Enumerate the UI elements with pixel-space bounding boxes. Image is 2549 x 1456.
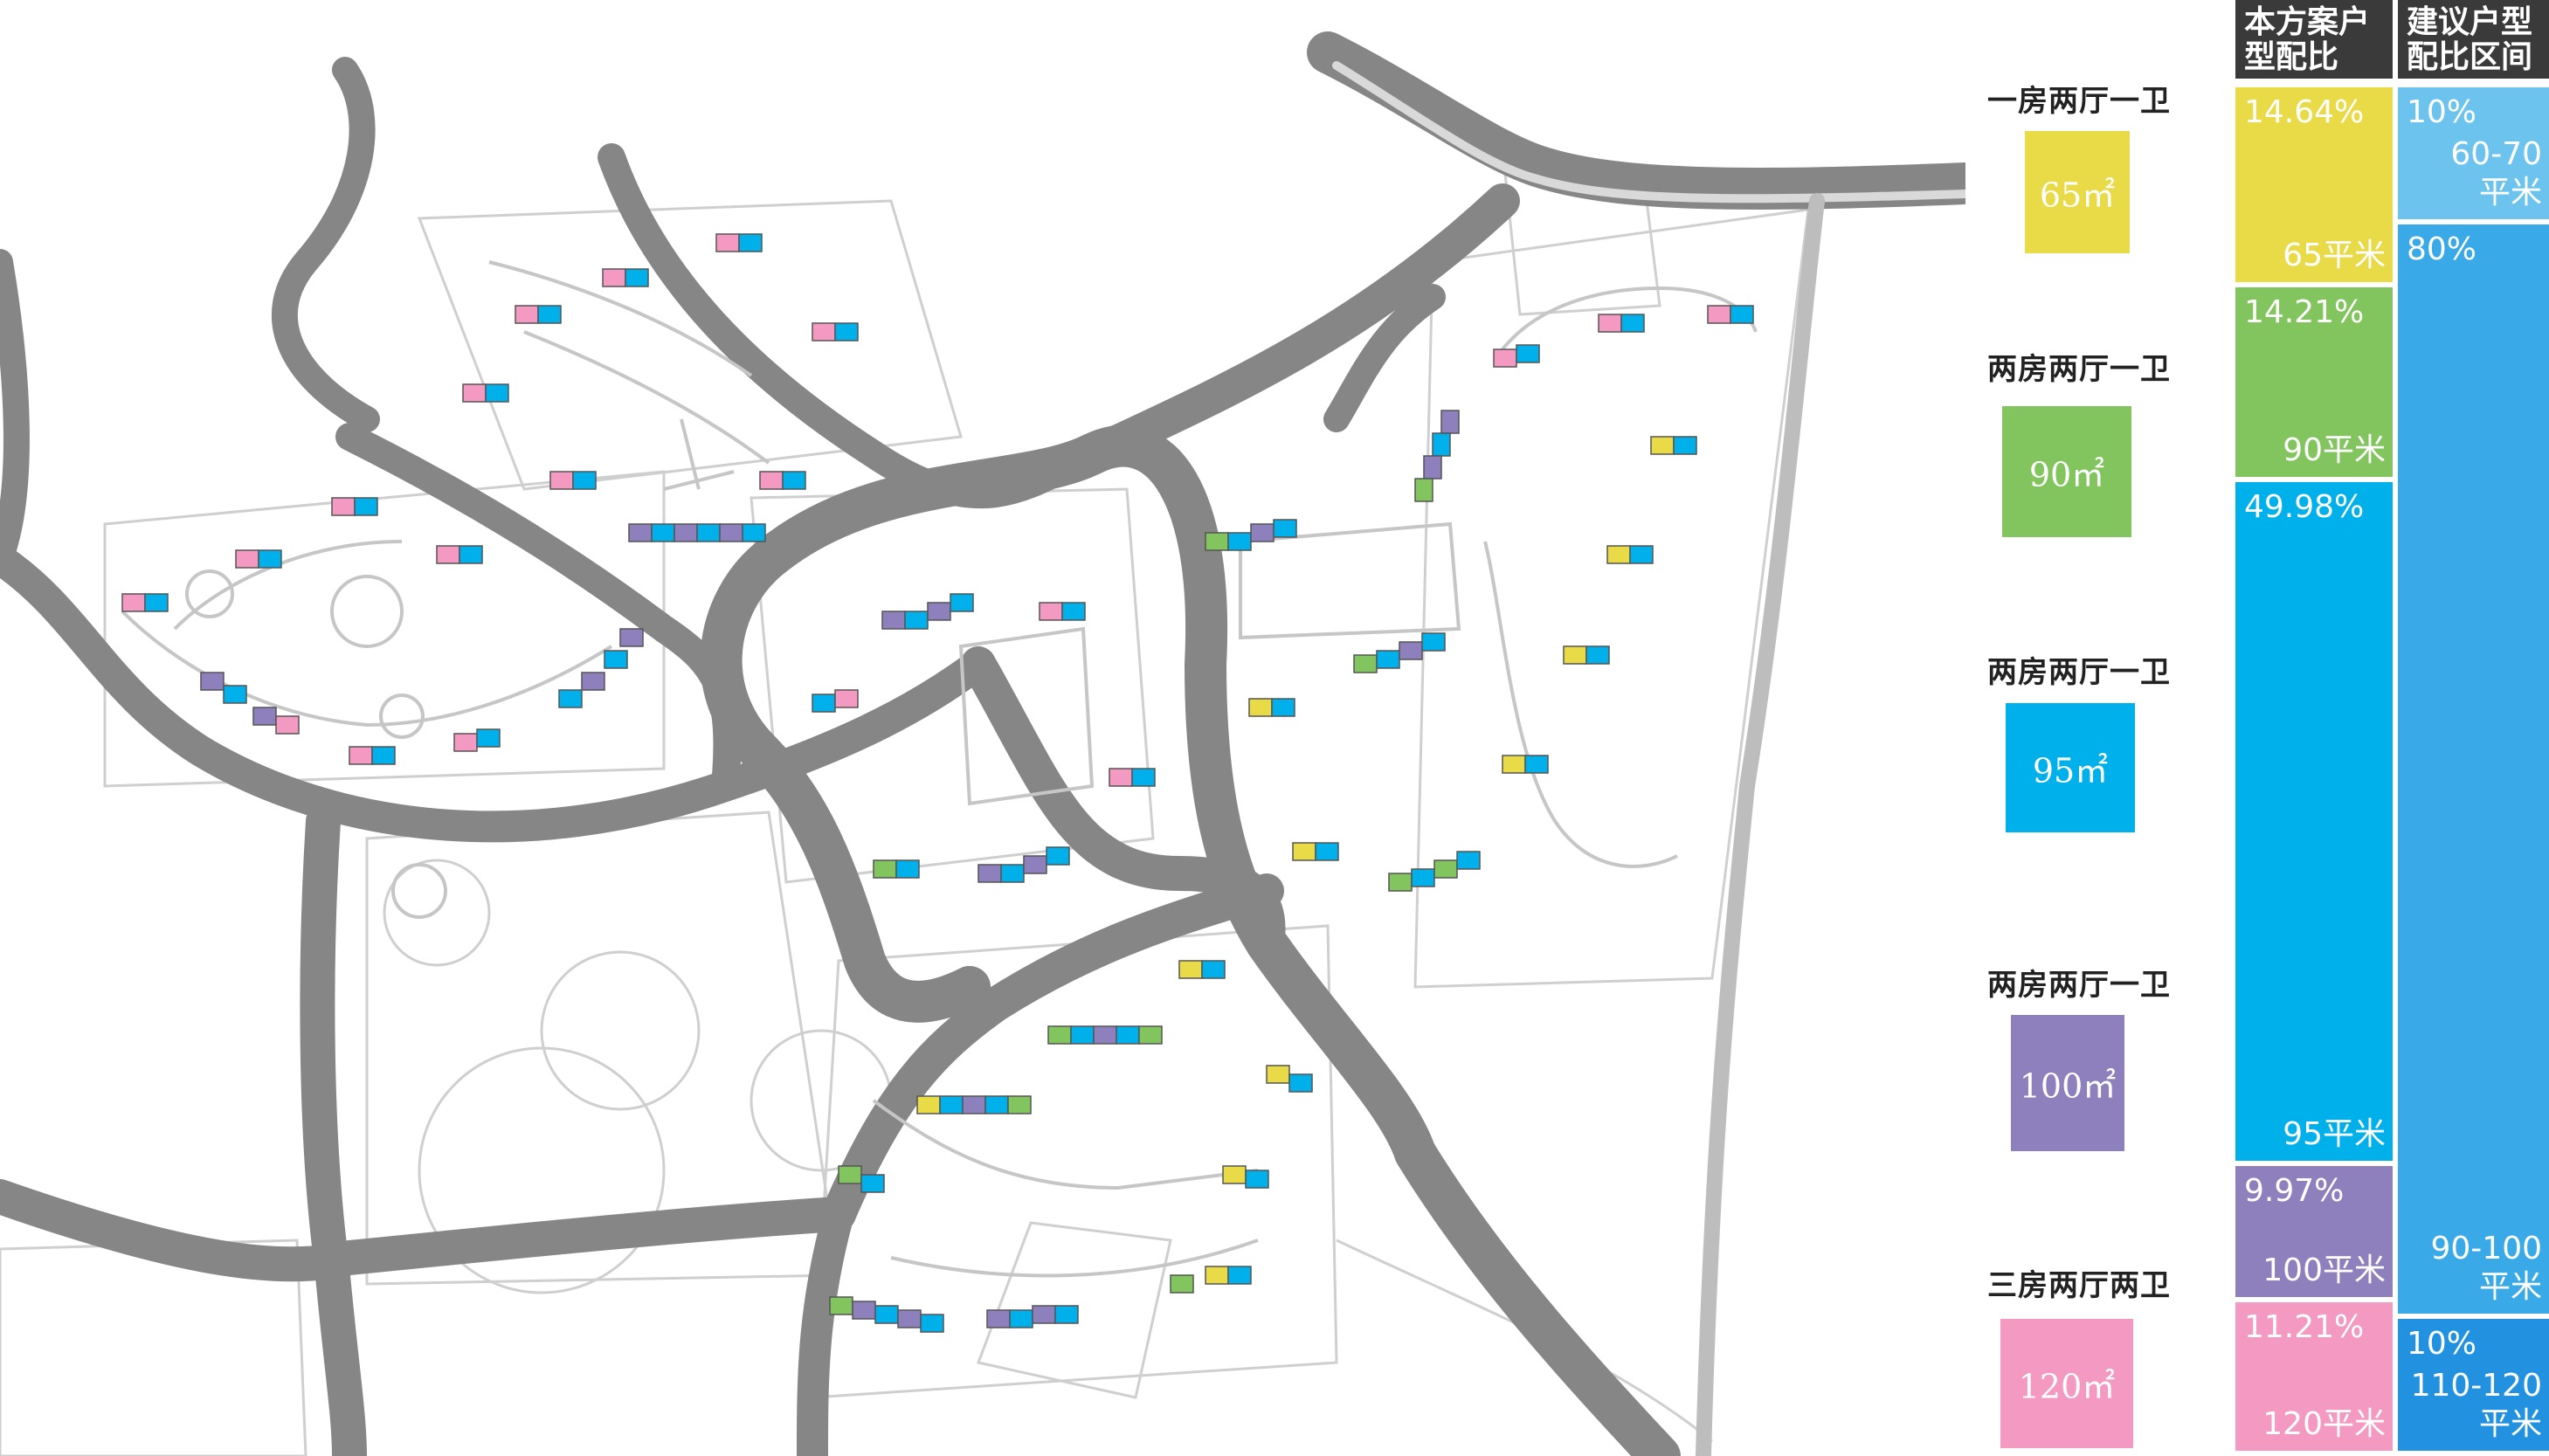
legend-title: 一房两厅一卫 (1987, 84, 2171, 119)
legend-title: 两房两厅一卫 (1987, 655, 2171, 690)
legend-swatch-95: 95㎡ (2006, 703, 2135, 832)
range-unit: 平米 (2478, 1269, 2542, 1306)
range-value: 60-70 (2450, 135, 2542, 172)
range-unit: 平米 (2478, 1405, 2542, 1442)
ratio-block: 49.98% 95平米 (2235, 482, 2393, 1162)
site-plan-map (0, 31, 1965, 1456)
legend-area: 100㎡ (2019, 1066, 2117, 1106)
building-blocks (121, 233, 1754, 1333)
legend-swatch-100: 100㎡ (2011, 1015, 2124, 1151)
legend-title: 两房两厅一卫 (1987, 968, 2171, 1003)
legend-item-120: 三房两厅两卫 (1957, 1261, 2201, 1304)
ratio-percent: 49.98% (2244, 489, 2365, 526)
range-column-header: 建议户型配比区间 (2398, 0, 2549, 79)
ratio-block: 14.21% 90平米 (2235, 287, 2393, 478)
legend-item-90: 两房两厅一卫 (1957, 345, 2201, 388)
range-percent: 10% (2407, 1326, 2477, 1363)
internal-paths (121, 260, 1758, 1278)
legend-title: 三房两厅两卫 (1987, 1268, 2171, 1303)
road-network (0, 31, 1965, 1456)
range-percent: 10% (2407, 94, 2477, 130)
legend-title: 两房两厅一卫 (1987, 352, 2171, 387)
range-percent: 80% (2407, 231, 2477, 267)
ratio-block: 9.97% 100平米 (2235, 1166, 2393, 1298)
range-value: 90-100 (2430, 1231, 2542, 1267)
legend-item-100: 两房两厅一卫 (1957, 961, 2201, 1004)
ratio-block: 14.64% 65平米 (2235, 87, 2393, 283)
range-unit: 平米 (2478, 174, 2542, 210)
ratio-area: 100平米 (2262, 1252, 2386, 1289)
ratio-area: 120平米 (2262, 1405, 2386, 1442)
ratio-area: 95平米 (2283, 1116, 2386, 1153)
ratio-area: 65平米 (2283, 238, 2386, 274)
legend-area: 65㎡ (2039, 176, 2116, 215)
ratio-area: 90平米 (2283, 432, 2386, 469)
legend-swatch-120: 120㎡ (2000, 1319, 2133, 1448)
legend-swatch-90: 90㎡ (2002, 406, 2131, 537)
range-value: 110-120 (2410, 1367, 2542, 1404)
legend-item-65: 一房两厅一卫 (1957, 77, 2201, 120)
ratio-percent: 14.21% (2244, 294, 2365, 331)
ratio-percent: 11.21% (2244, 1309, 2365, 1346)
legend-item-95: 两房两厅一卫 (1957, 648, 2201, 691)
ratio-percent: 9.97% (2244, 1173, 2345, 1210)
legend-area: 95㎡ (2032, 751, 2109, 790)
ratio-block: 11.21% 120平米 (2235, 1302, 2393, 1451)
ratio-column-header: 本方案户型配比 (2235, 0, 2393, 79)
legend-swatch-65: 65㎡ (2025, 131, 2130, 253)
legend-area: 90㎡ (2028, 455, 2105, 494)
legend-area: 120㎡ (2018, 1367, 2116, 1406)
ratio-percent: 14.64% (2244, 94, 2365, 130)
